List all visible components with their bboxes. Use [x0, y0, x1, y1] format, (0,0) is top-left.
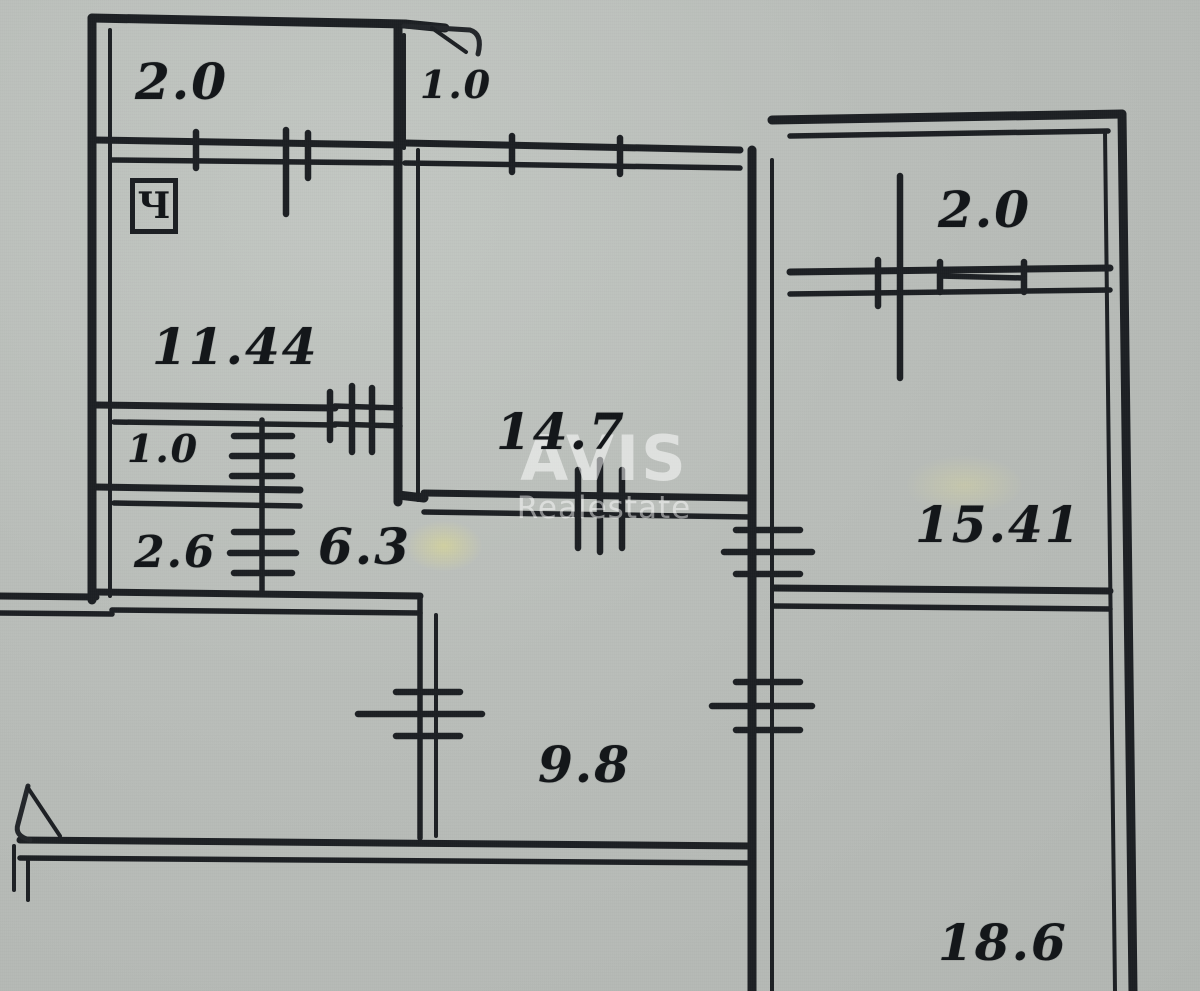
dimension-label-bedroom-left: 11.44 [152, 317, 319, 376]
dimension-label-balcony-top-left: 2.0 [135, 52, 228, 111]
dimension-label-living-room-center: 14.7 [496, 402, 626, 461]
dimension-label-room-right-upper: 15.41 [915, 495, 1082, 554]
dimension-label-balcony-top-right: 2.0 [938, 180, 1031, 239]
dimension-label-bathroom-left: 2.6 [134, 527, 217, 578]
dimension-label-room-right-lower: 18.6 [938, 913, 1068, 972]
dimension-label-closet-left: 1.0 [127, 426, 200, 471]
dimension-label-corridor-bottom: 9.8 [538, 735, 631, 794]
annotation-label: Ч [137, 185, 171, 227]
dimension-label-hall-niche-top: 1.0 [420, 62, 493, 107]
dimension-label-kitchen-left: 6.3 [318, 517, 411, 576]
annotation-room-number-stamp: Ч [130, 178, 178, 234]
